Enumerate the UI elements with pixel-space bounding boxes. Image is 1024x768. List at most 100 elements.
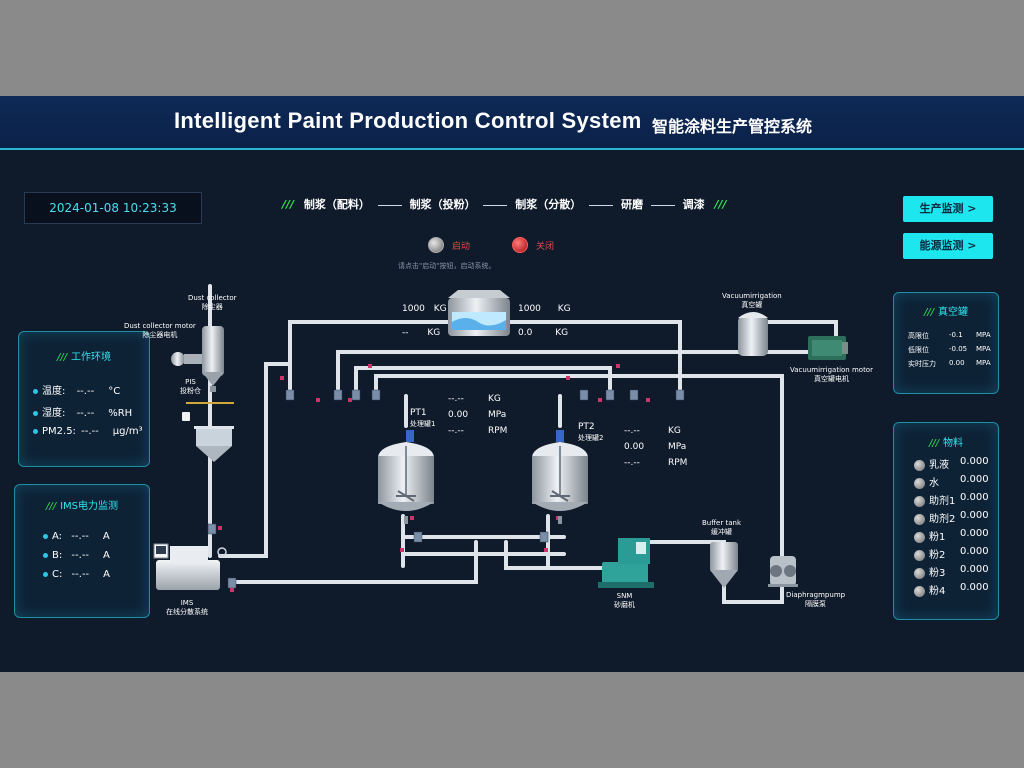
- pt1-kg-unit: KG: [488, 394, 501, 404]
- pt1-mpa: 0.00: [448, 410, 469, 420]
- pt2-tank-icon: [532, 430, 588, 524]
- pt1-rpm-unit: RPM: [488, 426, 508, 436]
- stop-indicator-icon: [512, 237, 528, 253]
- process-diagram: [153, 284, 848, 604]
- step-4[interactable]: 研磨: [620, 198, 643, 211]
- material-value: 0.000: [960, 510, 989, 521]
- pt1-mpa-unit: MPa: [488, 410, 507, 420]
- dashboard-screen: Intelligent Paint Production Control Sys…: [0, 96, 1024, 672]
- material-name: 助剂2: [929, 514, 956, 525]
- clock-display: 2024-01-08 10:23:33: [24, 192, 202, 224]
- material-name: 粉4: [929, 586, 946, 597]
- status-led-icon: [914, 531, 925, 543]
- tank-right-bottom: 0.0 KG: [518, 328, 569, 338]
- material-name: 粉3: [929, 568, 946, 579]
- status-led-icon: [914, 549, 925, 561]
- stop-label: 关闭: [536, 241, 555, 252]
- pt2-kg-unit: KG: [668, 426, 681, 436]
- material-row: 水 0.000: [914, 474, 989, 489]
- tank-left-bottom: -- KG: [402, 328, 441, 338]
- ims-power-panel: ///IMS电力监测 A: --.--A B: --.--A C: --.--A: [14, 484, 150, 618]
- material-row: 助剂2 0.000: [914, 510, 989, 525]
- step-1[interactable]: 制浆（配料）: [303, 198, 370, 211]
- production-monitor-button[interactable]: 生产监测 >: [903, 196, 993, 222]
- panel-title: ///真空罐: [923, 307, 969, 318]
- step-5[interactable]: 调漆: [682, 198, 705, 211]
- panel-title: ///工作环境: [56, 352, 112, 363]
- tank-right-top: 1000 KG: [518, 304, 571, 314]
- start-label: 启动: [452, 241, 471, 252]
- material-row: 粉1 0.000: [914, 528, 989, 543]
- valves: [207, 389, 685, 589]
- material-value: 0.000: [960, 528, 989, 539]
- material-name: 粉1: [929, 532, 946, 543]
- tank-left-top: 1000 KG: [402, 304, 447, 314]
- vacuum-tank-icon: [738, 312, 768, 356]
- weigh-tank-icon: [448, 290, 510, 336]
- pt2-rpm: --.--: [624, 458, 640, 468]
- material-name: 水: [929, 478, 939, 489]
- slash-icon: ///: [714, 198, 727, 211]
- material-row: 助剂1 0.000: [914, 492, 989, 507]
- work-environment-panel: ///工作环境 温度: --.--°C 湿度: --.--%RH PM2.5: …: [18, 331, 150, 467]
- panel-title: ///IMS电力监测: [45, 501, 119, 512]
- phase-a-row: A: --.--A: [43, 531, 110, 542]
- slash-icon: ///: [282, 198, 295, 211]
- material-value: 0.000: [960, 582, 989, 593]
- material-name: 乳液: [929, 460, 949, 471]
- step-3[interactable]: 制浆（分散）: [515, 198, 582, 211]
- energy-monitor-button[interactable]: 能源监测 >: [903, 233, 993, 259]
- buffer-tank-icon: [710, 542, 738, 588]
- start-button[interactable]: 启动: [428, 237, 470, 253]
- material-value: 0.000: [960, 546, 989, 557]
- pt1-kg: --.--: [448, 394, 464, 404]
- ims-machine-icon: [153, 543, 227, 590]
- step-2[interactable]: 制浆（投粉）: [409, 198, 476, 211]
- dust-collector-icon: [202, 326, 224, 392]
- status-led-icon: [914, 585, 925, 597]
- vacuum-motor-icon: [808, 336, 848, 360]
- snm-mill-icon: [598, 538, 654, 588]
- stop-button[interactable]: 关闭: [512, 237, 554, 253]
- phase-c-row: C: --.--A: [43, 569, 110, 580]
- material-row: 粉3 0.000: [914, 564, 989, 579]
- page-title-zh: 智能涂料生产管控系统: [652, 117, 813, 136]
- page-title: Intelligent Paint Production Control Sys…: [174, 108, 642, 133]
- status-led-icon: [914, 459, 925, 471]
- start-hint: 请点击"启动"按钮，启动系统。: [398, 262, 496, 270]
- start-indicator-icon: [428, 237, 444, 253]
- material-value: 0.000: [960, 492, 989, 503]
- pt1-rpm: --.--: [448, 426, 464, 436]
- pt2-rpm-unit: RPM: [668, 458, 688, 468]
- process-steps: /// 制浆（配料） 制浆（投粉） 制浆（分散） 研磨 调漆 ///: [276, 196, 733, 212]
- material-value: 0.000: [960, 564, 989, 575]
- status-led-icon: [914, 495, 925, 507]
- material-value: 0.000: [960, 474, 989, 485]
- phase-b-row: B: --.--A: [43, 550, 110, 561]
- pt2-mpa-unit: MPa: [668, 442, 687, 452]
- status-led-icon: [914, 513, 925, 525]
- temperature-row: 温度: --.--°C: [33, 382, 120, 397]
- material-name: 助剂1: [929, 496, 956, 507]
- diaphragm-pump-icon: [768, 556, 798, 587]
- material-row: 粉4 0.000: [914, 582, 989, 597]
- pis-hopper-icon: [182, 402, 234, 462]
- pt1-tank-icon: [378, 430, 434, 524]
- pt2-kg: --.--: [624, 426, 640, 436]
